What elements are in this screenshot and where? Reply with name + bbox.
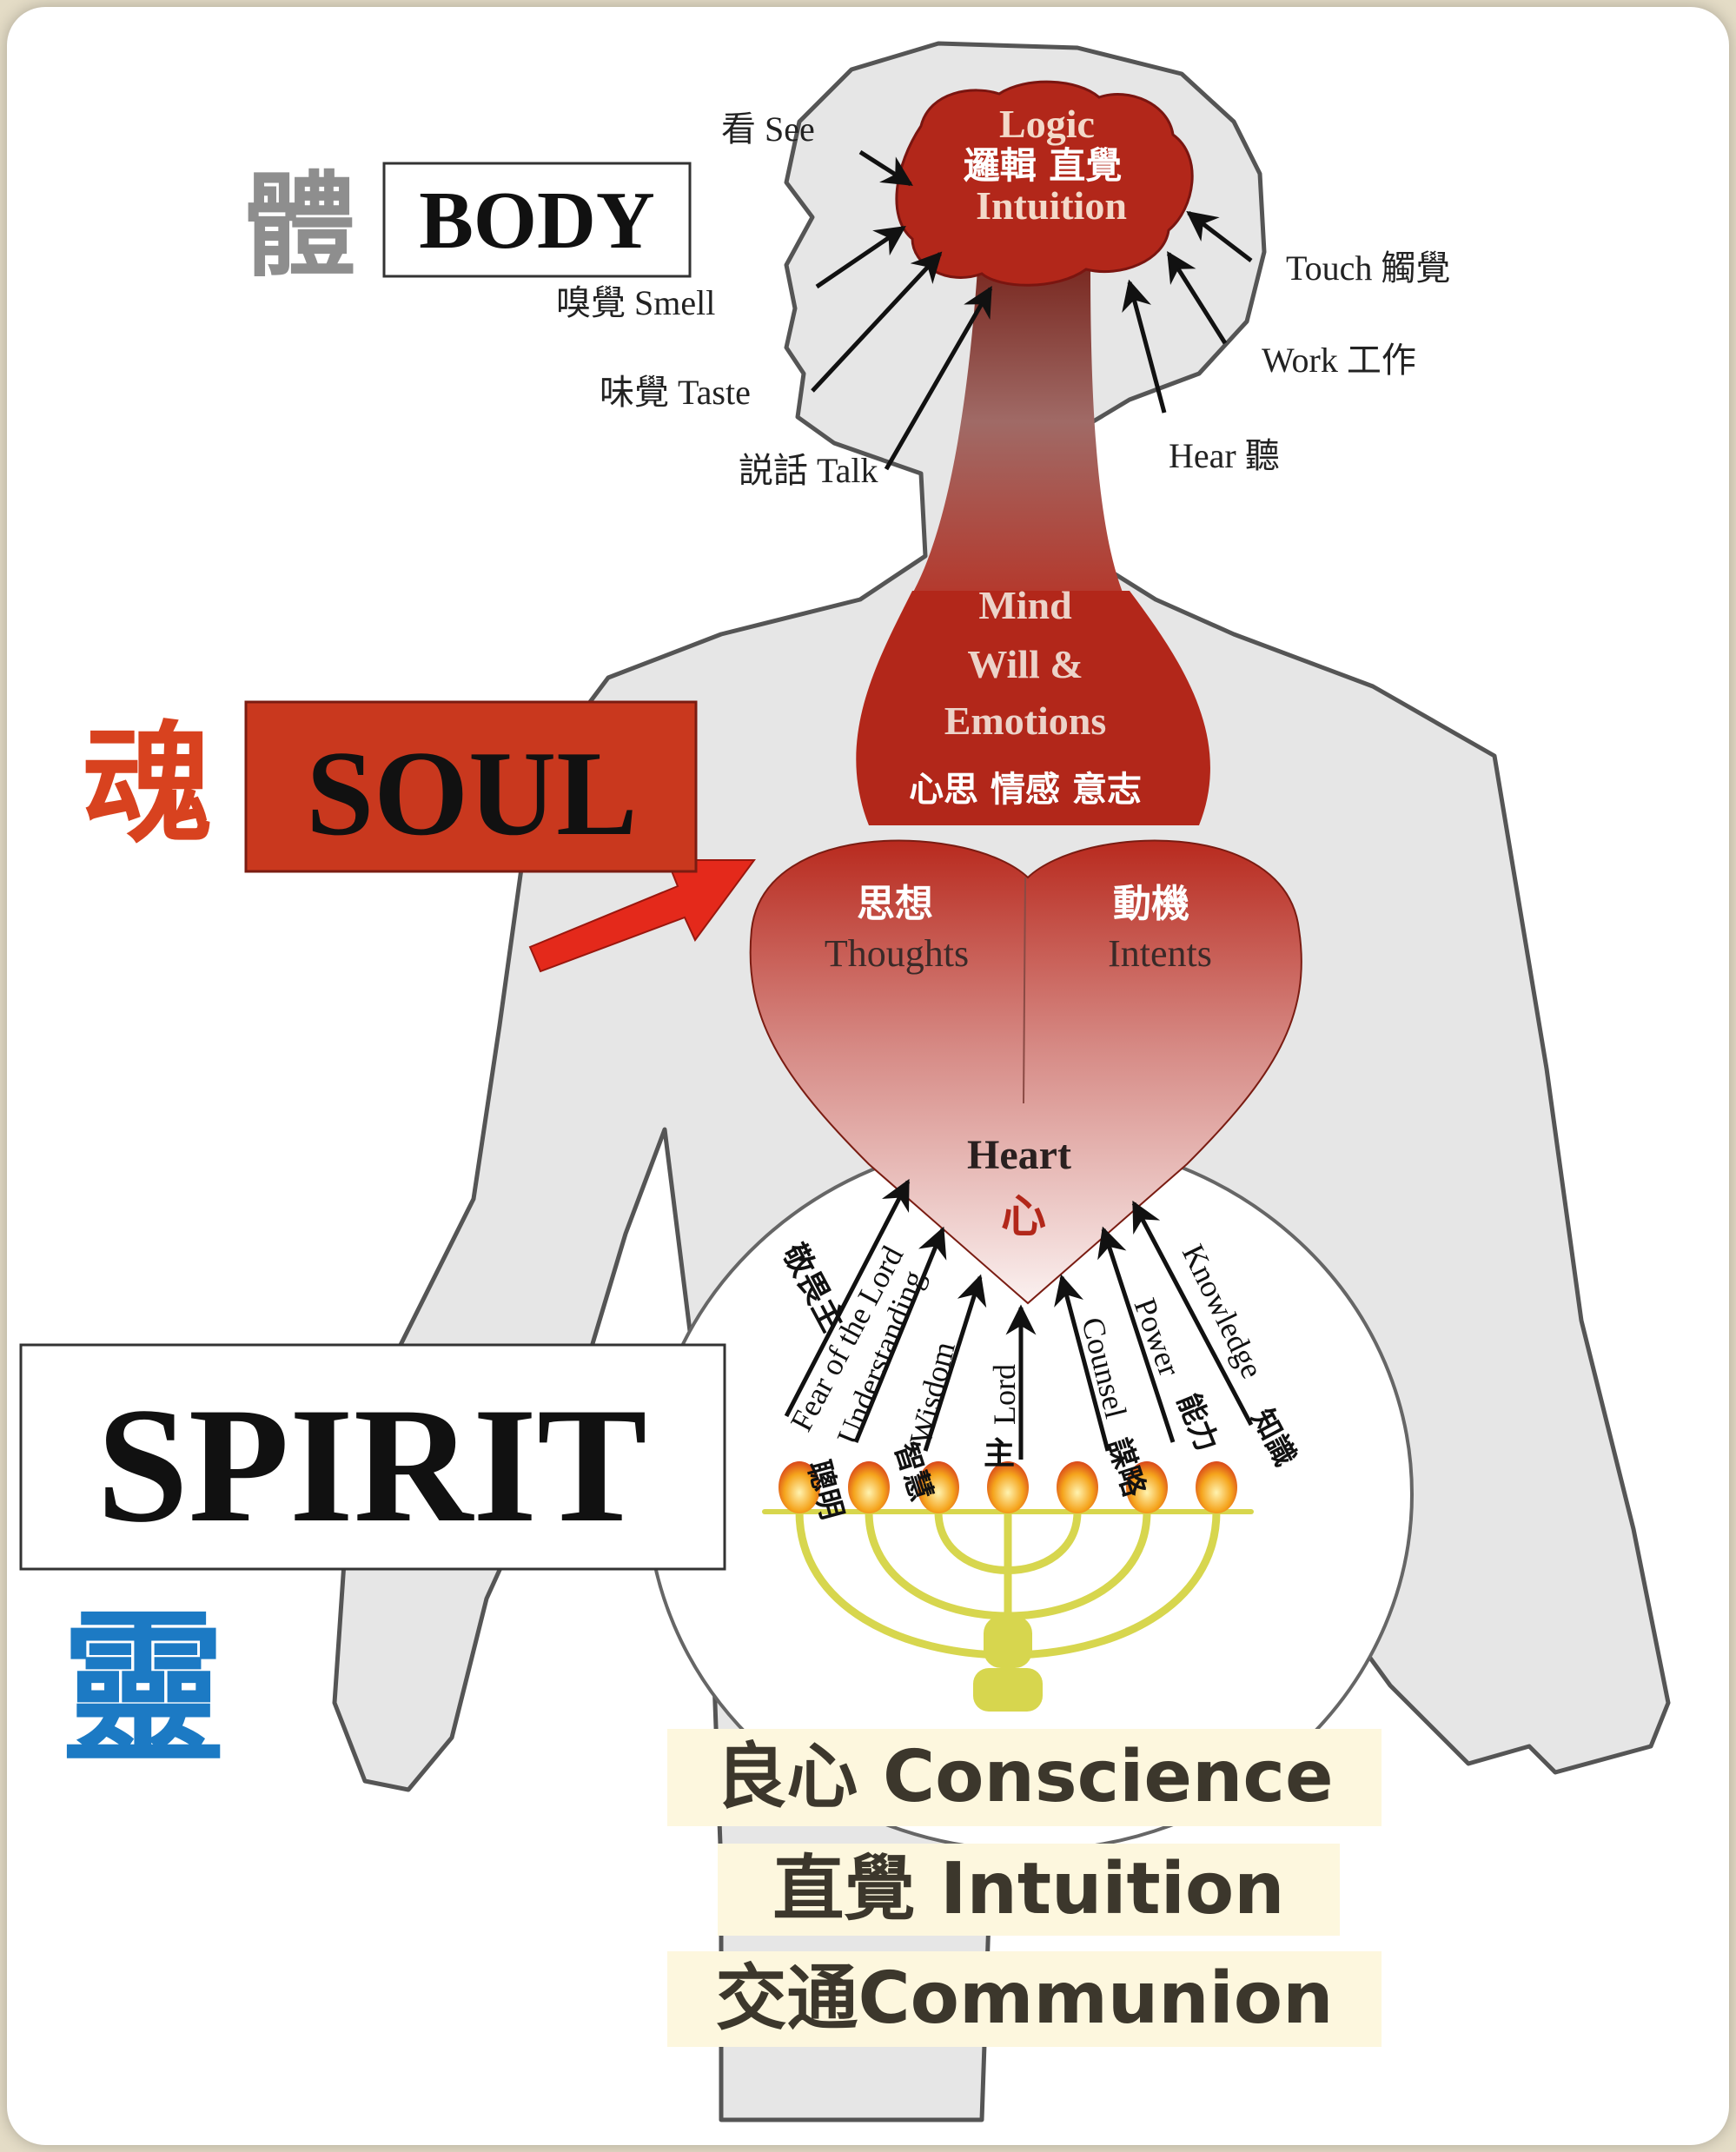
sense-see: 看 See <box>721 109 815 149</box>
mind-zh: 心思 情感 意志 <box>909 770 1142 810</box>
brain-intuition: Intuition <box>976 183 1127 228</box>
sense-talk: 説話 Talk <box>739 451 878 490</box>
mind-line1: Mind <box>978 583 1072 627</box>
brain-zh: 邏輯 直覺 <box>964 144 1123 187</box>
ray-lord-en: Lord <box>987 1364 1022 1425</box>
heart-zh: 心 <box>1001 1191 1046 1243</box>
caption-conscience: 良心 Conscience <box>667 1729 1382 1826</box>
brain-logic: Logic <box>999 102 1095 146</box>
caption-intuition: 直覺 Intuition <box>718 1844 1340 1936</box>
soul-zh-label: 魂 <box>83 710 213 861</box>
caption-communion: 交通Communion <box>667 1951 1382 2047</box>
soul-en-label: SOUL <box>306 726 637 861</box>
heart-left-zh: 思想 <box>857 882 933 926</box>
spirit-ray-label-4: Lord <box>987 1364 1022 1425</box>
spirit-en-label: SPIRIT <box>96 1374 647 1557</box>
sense-hear: Hear 聽 <box>1169 436 1280 475</box>
mind-line2: Will & <box>967 642 1083 686</box>
sense-smell: 嗅覺 Smell <box>556 283 715 322</box>
sense-work: Work 工作 <box>1262 341 1416 380</box>
heart-left-en: Thoughts <box>825 932 969 975</box>
mind-line3: Emotions <box>944 699 1107 743</box>
heart-right-en: Intents <box>1108 932 1212 975</box>
sense-taste: 味覺 Taste <box>600 373 751 412</box>
heart-right-zh: 動機 <box>1113 882 1189 926</box>
spirit-zh-label: 靈 <box>61 1593 226 1785</box>
body-zh-label: 體 <box>243 160 356 292</box>
sense-touch: Touch 觸覺 <box>1286 248 1450 288</box>
heart-en: Heart <box>967 1132 1071 1178</box>
body-en-label: BODY <box>419 175 655 266</box>
ray-lord-zh: 主 <box>984 1436 1015 1472</box>
